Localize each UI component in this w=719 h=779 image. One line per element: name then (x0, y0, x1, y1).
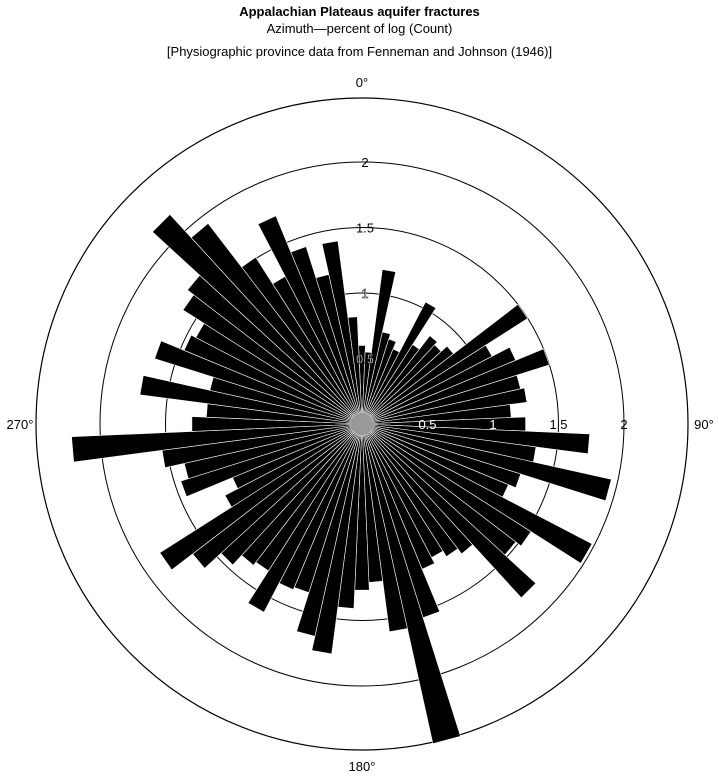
radial-tick-label-north: 0.5 (356, 352, 374, 367)
radial-tick-labels: 0.5 0.5 1 1 1.5 1.5 2 2 (356, 155, 628, 432)
angle-label-0: 0° (356, 75, 368, 90)
bars (71, 213, 612, 745)
chart-source-note: [Physiographic province data from Fennem… (166, 44, 553, 59)
angle-label-270: 270° (7, 417, 34, 432)
radial-tick-label-east: 1 (489, 417, 496, 432)
center-dot (351, 413, 373, 435)
angle-label-180: 180° (349, 759, 376, 774)
grid-ring (165, 227, 559, 621)
chart-subtitle: Azimuth—percent of log (Count) (266, 21, 453, 36)
radial-tick-label-east: 1.5 (549, 417, 567, 432)
radial-tick-label-north: 1.5 (356, 221, 374, 236)
outer-ring (35, 97, 689, 751)
chart-title: Appalachian Plateaus aquifer fractures (239, 4, 480, 19)
angle-label-90: 90° (694, 417, 714, 432)
radial-tick-label-north: 1 (361, 286, 368, 301)
radial-tick-label-east: 2 (620, 417, 627, 432)
grid-ring (99, 161, 625, 687)
radial-tick-label-north: 2 (361, 155, 368, 170)
radial-tick-label-east: 0.5 (418, 417, 436, 432)
center-marker (351, 413, 373, 435)
outer-circle (35, 97, 689, 751)
rose-bar (347, 316, 363, 425)
angular-axis-labels: 0° 90° 180° 270° (7, 75, 714, 774)
